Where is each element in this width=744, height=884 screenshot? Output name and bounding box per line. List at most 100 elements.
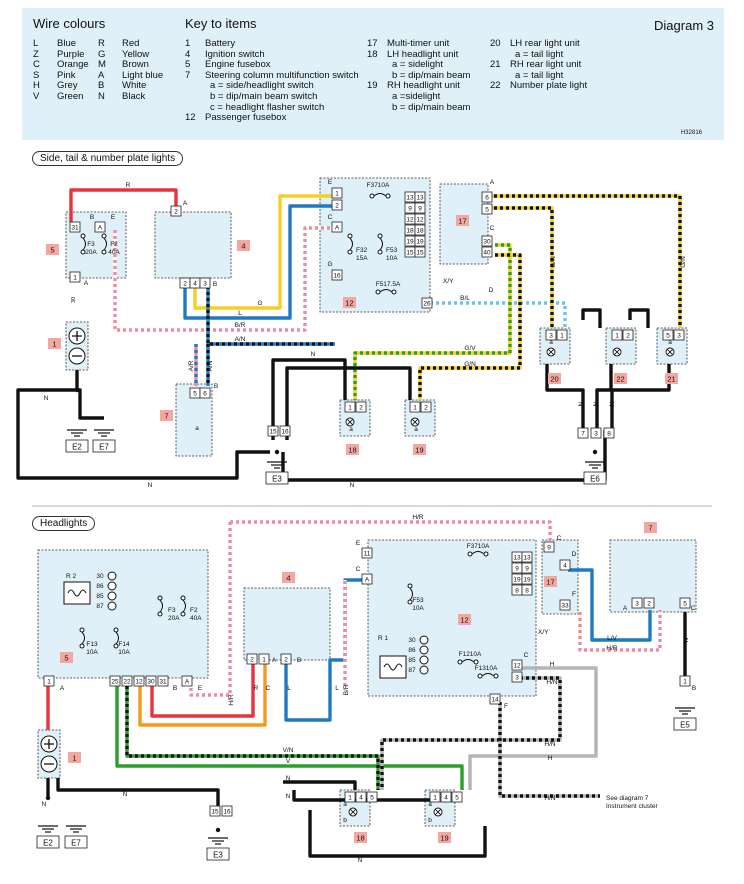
drawing-code: H32816: [680, 130, 702, 136]
pin-letter: E: [356, 540, 361, 547]
badge-17-text: 17: [458, 217, 466, 226]
pin: [559, 599, 571, 611]
wire-n-10: [628, 308, 650, 328]
wire-label: A/R: [188, 360, 195, 371]
key-item-number: 22: [490, 80, 501, 92]
fuse-f2-end2: [101, 249, 107, 255]
key-item-text: a =sidelight: [392, 91, 441, 102]
fuse-f3-end1: [80, 233, 86, 239]
pin-label: 1: [335, 191, 339, 198]
fuse-f3-element: [82, 237, 86, 251]
wire-colour-code: R: [98, 38, 105, 49]
badge-1-text: 1: [52, 340, 56, 349]
wire-label: B/R: [235, 322, 246, 329]
pin-label: A: [365, 577, 370, 584]
pin-label: 18: [406, 228, 414, 235]
pin-letter: a: [549, 339, 553, 346]
pin-letter: a: [195, 425, 199, 432]
pin-label: 1: [348, 405, 352, 412]
relay-pin: [419, 645, 429, 655]
pin: [511, 659, 523, 671]
key-item-text: Number plate light: [510, 80, 588, 92]
pin-label: 1: [73, 275, 77, 282]
pin-label: 19: [513, 577, 521, 584]
fuse-f51-end2: [391, 289, 397, 295]
pin: [489, 693, 501, 705]
pin: [622, 329, 634, 341]
wire-label: H: [550, 661, 555, 668]
pin: [366, 791, 378, 803]
pin-label: 1: [560, 333, 564, 340]
wire-colour-code: G: [98, 48, 106, 60]
wire-n-5: [281, 430, 607, 482]
fuse-f32-end1: [347, 233, 353, 239]
fuse-f37-end1: [369, 193, 375, 199]
wire-br-1-stripe: [113, 226, 335, 332]
badge-17-h: [544, 576, 557, 587]
fuse-f12-end2: [473, 659, 479, 665]
pin: [267, 425, 279, 437]
wire-hr-1: [230, 520, 552, 540]
pin-label: 30: [147, 679, 155, 686]
pin: [420, 401, 432, 413]
pin-label: 26: [423, 301, 431, 308]
key-title: Key to items: [185, 16, 257, 31]
wire-colour-name: Orange: [57, 59, 89, 71]
pin-label: 12: [416, 217, 424, 224]
wire-label: R: [126, 182, 131, 189]
fuse-f3h-end2: [157, 611, 163, 617]
wire-colour-name: Blue: [57, 38, 77, 49]
fuse-f13h-element: [481, 673, 495, 677]
relay-pin-label: 87: [96, 603, 104, 610]
wire-label: A/N: [235, 336, 246, 343]
fuse-label: F2: [110, 241, 118, 248]
wire-n-h4: [292, 790, 435, 802]
key-item-number: 4: [185, 48, 191, 60]
pin-label: 19: [406, 239, 414, 246]
badge-12: [343, 297, 356, 308]
wire-hn-h2: [498, 702, 600, 798]
fuse-label: 40A: [190, 615, 202, 622]
wire-gn-3: [418, 253, 522, 400]
wire-label: A: [490, 179, 495, 186]
wire-label: N: [148, 482, 153, 489]
wire-colour-code: A: [98, 69, 105, 81]
pin: [181, 675, 193, 687]
ground-e3-h-box: [206, 847, 230, 861]
pin-label: 12: [513, 663, 521, 670]
fuse-label: F53: [386, 247, 398, 254]
pin: [679, 597, 691, 609]
pin: [157, 675, 169, 687]
junction-dot: [74, 387, 80, 393]
wire-bl-1: [430, 301, 567, 328]
pin-label: 7: [581, 431, 585, 438]
fuse-f14-end1: [113, 627, 119, 633]
pin-label: 30: [483, 239, 491, 246]
key-item-text: a = tail light: [515, 69, 564, 81]
wire-colour-name: Black: [122, 91, 146, 102]
fuse-f3h-end1: [157, 595, 163, 601]
relay-label: R 2: [66, 573, 77, 580]
badge-12-h-text: 12: [460, 616, 468, 625]
relay-r1-coil: [379, 655, 407, 679]
battery-1-plus-sign: [72, 331, 82, 341]
badge-1: [48, 338, 61, 349]
pin-letter: b: [428, 817, 432, 824]
badge-7-text: 7: [164, 412, 168, 421]
pin-label: 9: [418, 206, 422, 213]
fuse-f32-end2: [347, 249, 353, 255]
pin-letter: D: [572, 551, 577, 558]
ground-e7-h-box: [64, 835, 88, 849]
wire-label: G/N: [680, 256, 687, 268]
pin: [331, 221, 343, 233]
badge-7-h: [644, 522, 657, 533]
wire-n-3: [271, 358, 347, 440]
pin-letter: A: [60, 685, 65, 692]
wire-label: V: [286, 758, 291, 765]
pin-label: 9: [547, 545, 551, 552]
pin: [409, 401, 421, 413]
pin: [414, 224, 426, 236]
pin: [221, 805, 233, 817]
pin: [279, 425, 291, 437]
wire-n-h5: [308, 810, 487, 858]
